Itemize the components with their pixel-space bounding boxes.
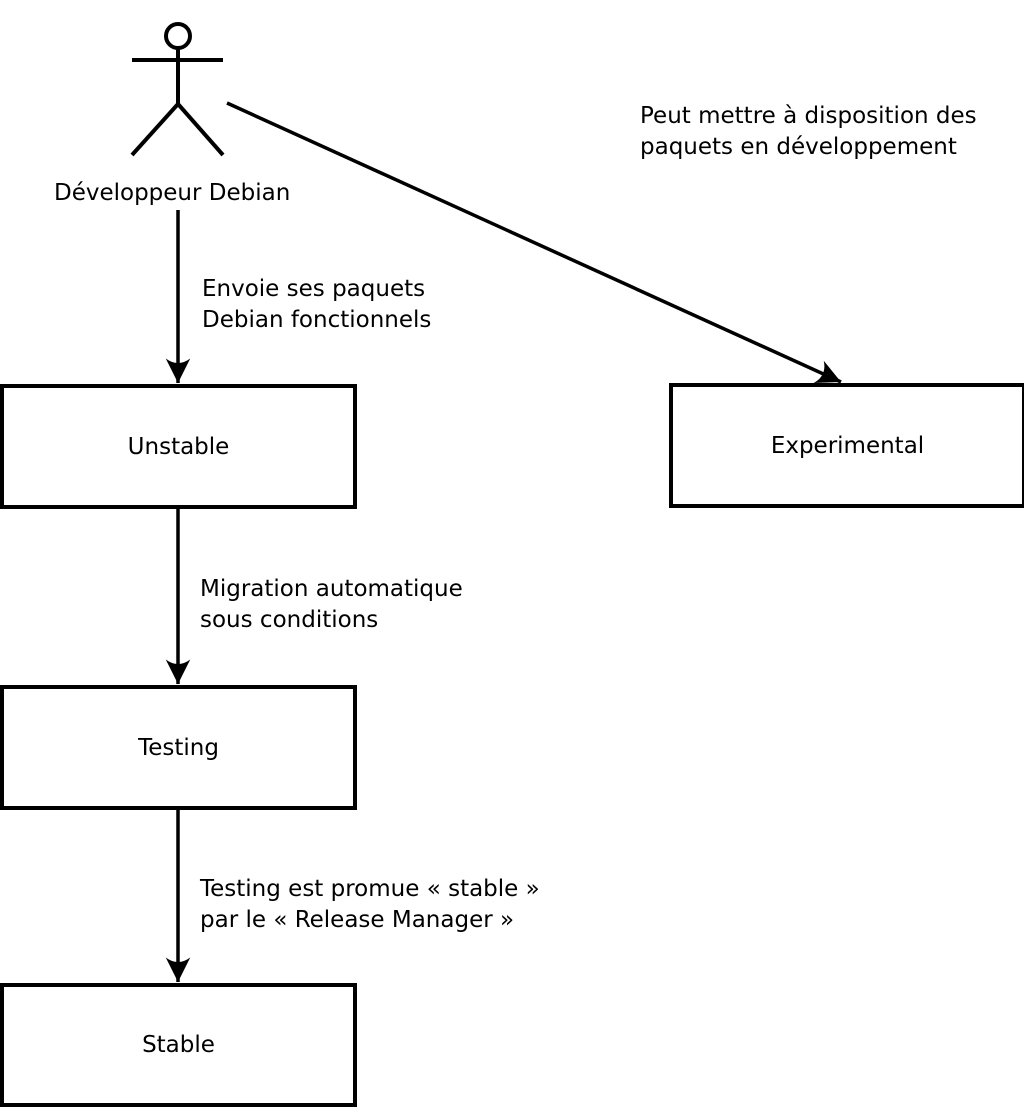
actor-label: Développeur Debian (54, 180, 291, 206)
node-stable: Stable (0, 983, 357, 1107)
edge-label-unstable-to-testing: Migration automatique sous conditions (200, 576, 463, 633)
edge-actor-to-experimental (226, 101, 842, 384)
node-experimental-label: Experimental (770, 432, 925, 459)
node-testing-label: Testing (138, 734, 219, 761)
edge-label-actor-to-experimental: Peut mettre à disposition des paquets en… (640, 103, 977, 160)
node-testing: Testing (0, 685, 357, 810)
edge-label-actor-to-unstable: Envoie ses paquets Debian fonctionnels (202, 276, 432, 333)
node-experimental: Experimental (669, 383, 1024, 508)
node-unstable: Unstable (0, 384, 357, 509)
edge-label-testing-to-stable: Testing est promue « stable » par le « R… (200, 876, 540, 933)
node-unstable-label: Unstable (127, 433, 230, 460)
actor-stick-figure-icon (130, 22, 225, 157)
node-stable-label: Stable (142, 1032, 215, 1058)
